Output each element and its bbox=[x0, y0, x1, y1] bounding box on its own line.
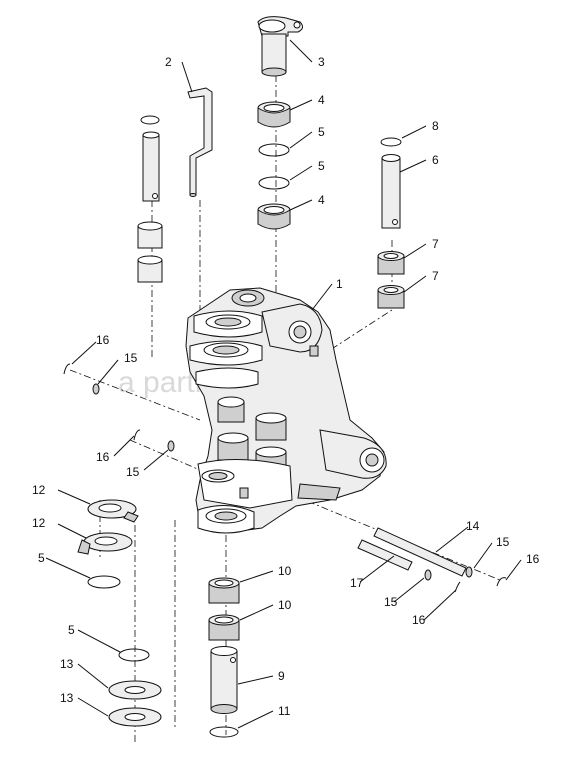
part-15-nut-left-lower bbox=[167, 440, 175, 452]
part-15-nut-right bbox=[465, 566, 473, 578]
part-5-ring-lower bbox=[258, 176, 290, 190]
part-12-tab-washer-lower bbox=[77, 532, 133, 555]
part-4-bushing-lower bbox=[257, 203, 291, 230]
callout-15: 15 bbox=[126, 465, 140, 479]
part-16-clip-left-upper bbox=[63, 363, 71, 375]
callout-5: 5 bbox=[318, 159, 325, 173]
part-16-clip-right bbox=[496, 577, 507, 587]
callout-8: 8 bbox=[432, 119, 439, 133]
callout-10: 10 bbox=[278, 564, 292, 578]
callout-5: 5 bbox=[68, 623, 75, 637]
callout-13: 13 bbox=[60, 657, 74, 671]
part-8-ring bbox=[380, 137, 402, 147]
callout-labels: 2 3 4 5 5 4 8 6 7 7 1 16 15 16 15 12 12 … bbox=[32, 55, 540, 718]
callout-12: 12 bbox=[32, 516, 46, 530]
part-15-nut-lower bbox=[424, 569, 432, 581]
part-13-washer-lower bbox=[108, 707, 162, 727]
part-14-long-pin bbox=[373, 527, 467, 577]
part-15-nut-left-upper bbox=[92, 383, 100, 395]
callout-7: 7 bbox=[432, 269, 439, 283]
callout-15: 15 bbox=[124, 351, 138, 365]
callout-17: 17 bbox=[350, 576, 364, 590]
part-7-bushing-lower bbox=[377, 285, 405, 309]
part-13-washer-upper bbox=[108, 680, 162, 700]
part-3-lever-pin bbox=[257, 16, 304, 77]
left-pin-assembly bbox=[137, 115, 163, 283]
part-17-short-pin bbox=[357, 539, 413, 571]
part-10-bushing-upper bbox=[208, 577, 240, 604]
callout-6: 6 bbox=[432, 153, 439, 167]
callout-3: 3 bbox=[318, 55, 325, 69]
callout-9: 9 bbox=[278, 669, 285, 683]
part-1-housing bbox=[185, 287, 387, 534]
part-5-ring-bottom bbox=[118, 648, 150, 662]
callout-10: 10 bbox=[278, 598, 292, 612]
part-4-bushing-upper bbox=[257, 101, 291, 128]
callout-11: 11 bbox=[278, 704, 291, 718]
callout-16: 16 bbox=[96, 450, 110, 464]
part-10-bushing-lower bbox=[208, 614, 240, 641]
callout-14: 14 bbox=[466, 519, 480, 533]
callout-16: 16 bbox=[526, 552, 540, 566]
callout-12: 12 bbox=[32, 483, 46, 497]
callout-4: 4 bbox=[318, 93, 325, 107]
part-5-ring-upper bbox=[258, 143, 290, 157]
part-16-clip-left-lower bbox=[133, 429, 141, 441]
part-11-ring bbox=[209, 726, 239, 738]
callout-16: 16 bbox=[96, 333, 110, 347]
part-6-pin bbox=[381, 154, 401, 229]
callout-5: 5 bbox=[318, 125, 325, 139]
part-2-l-rod bbox=[187, 87, 213, 197]
callout-15: 15 bbox=[384, 595, 398, 609]
callout-4: 4 bbox=[318, 193, 325, 207]
callout-1: 1 bbox=[336, 277, 343, 291]
part-9-pin bbox=[210, 646, 238, 714]
part-5-ring-left bbox=[87, 575, 121, 589]
callout-13: 13 bbox=[60, 691, 74, 705]
callout-2: 2 bbox=[165, 55, 172, 69]
part-7-bushing-upper bbox=[377, 251, 405, 275]
callout-7: 7 bbox=[432, 237, 439, 251]
callout-16: 16 bbox=[412, 613, 426, 627]
callout-5: 5 bbox=[38, 551, 45, 565]
part-12-tab-washer-upper bbox=[87, 499, 139, 523]
callout-15: 15 bbox=[496, 535, 510, 549]
leader-lines bbox=[45, 39, 522, 729]
